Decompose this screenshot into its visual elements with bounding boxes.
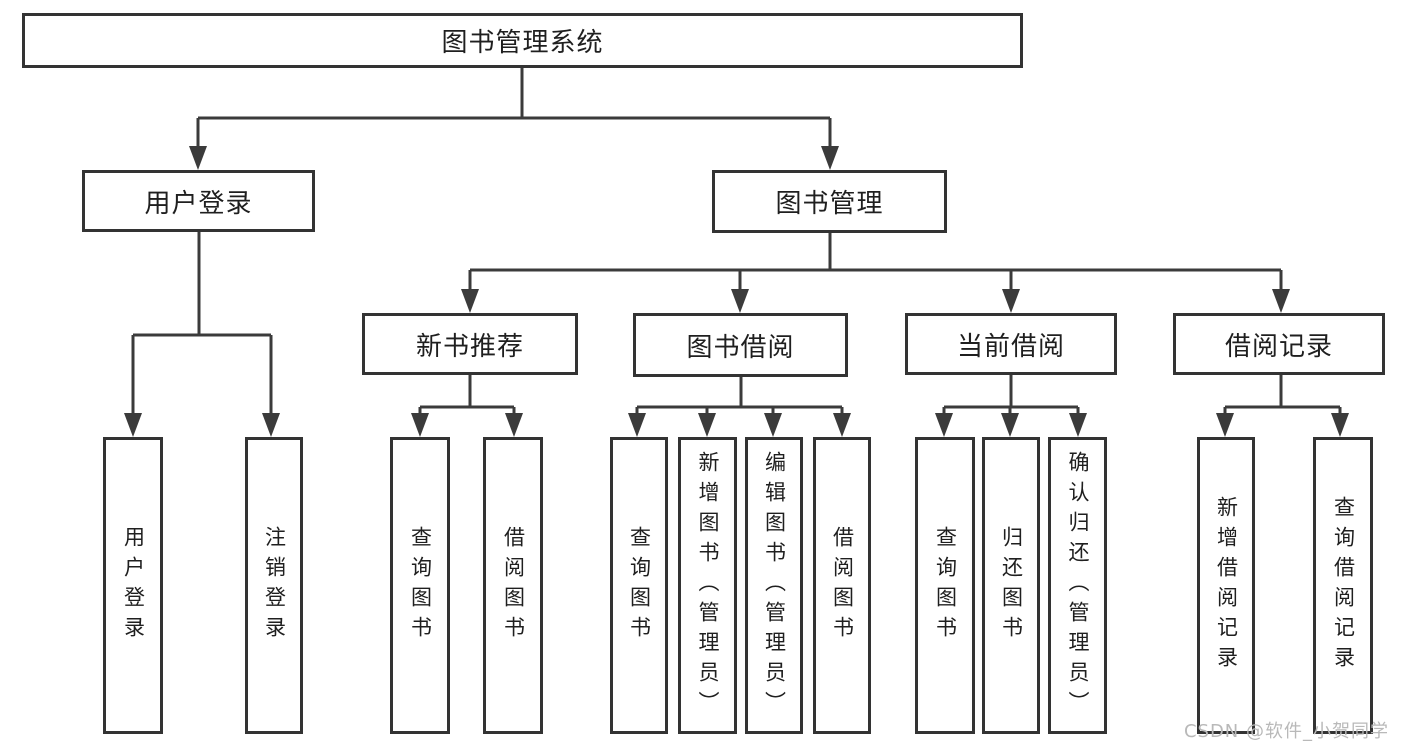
leaf-node-query-books-current: 查询图书 (915, 437, 975, 734)
csdn-watermark: CSDN @软件_小贺同学 (1183, 721, 1389, 742)
branch-node-new-book-recommend: 新书推荐 (362, 313, 578, 375)
branch-node-borrow-records: 借阅记录 (1173, 313, 1385, 375)
branch-node-current-borrow: 当前借阅 (905, 313, 1117, 375)
leaf-node-query-books-borrow: 查询图书 (610, 437, 668, 734)
leaf-node-user-login: 用户登录 (103, 437, 163, 734)
leaf-node-borrow-books-recommend: 借阅图书 (483, 437, 543, 734)
leaf-node-return-books: 归还图书 (982, 437, 1040, 734)
leaf-node-confirm-return-admin: 确认归还（管理员） (1048, 437, 1107, 734)
leaf-node-borrow-books: 借阅图书 (813, 437, 871, 734)
leaf-node-query-books-recommend: 查询图书 (390, 437, 450, 734)
root-node-library-management-system: 图书管理系统 (22, 13, 1023, 68)
leaf-node-logout: 注销登录 (245, 437, 303, 734)
branch-node-book-management: 图书管理 (712, 170, 947, 233)
branch-node-user-login: 用户登录 (82, 170, 315, 232)
leaf-node-add-book-admin: 新增图书（管理员） (678, 437, 737, 734)
leaf-node-add-borrow-record: 新增借阅记录 (1197, 437, 1255, 734)
leaf-node-edit-book-admin: 编辑图书（管理员） (745, 437, 803, 734)
leaf-node-query-borrow-record: 查询借阅记录 (1313, 437, 1373, 734)
branch-node-book-borrow: 图书借阅 (633, 313, 848, 377)
